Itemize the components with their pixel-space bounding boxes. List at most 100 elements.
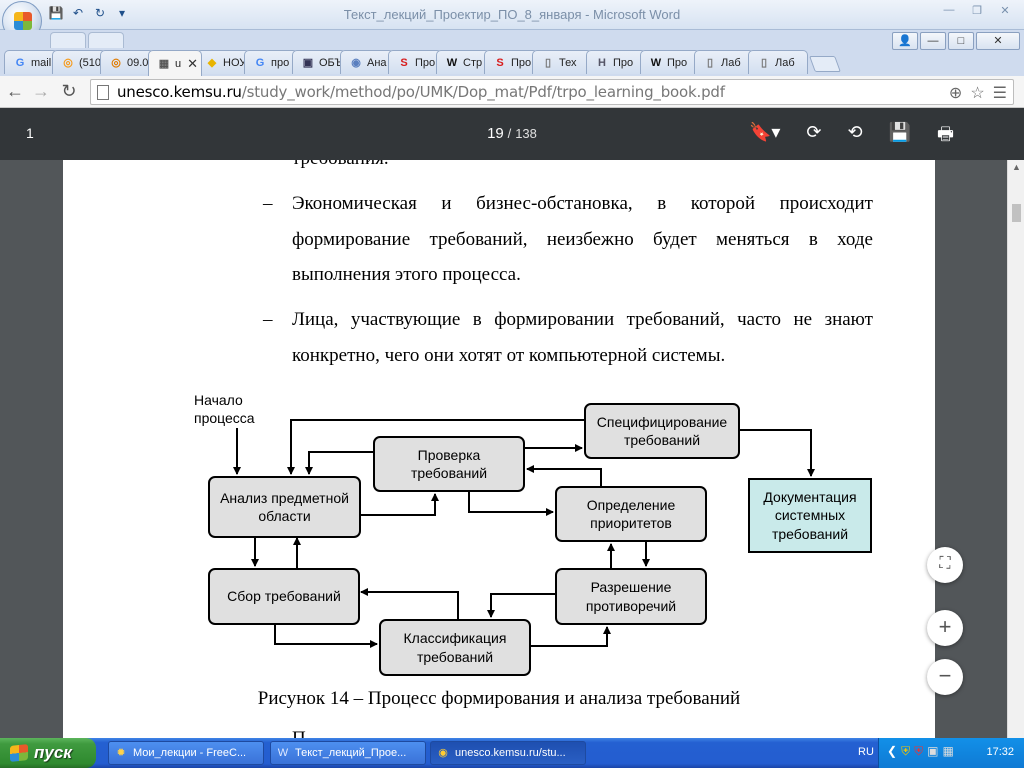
tray-app-icon[interactable]: ▦ (942, 744, 954, 758)
arrow-icon[interactable]: ❮ (887, 744, 898, 758)
clock: 17:32 (986, 746, 1014, 758)
word: происходит (779, 193, 873, 214)
tab-label: u (175, 57, 182, 70)
taskbar-item[interactable]: ◉unesco.kemsu.ru/stu... (430, 741, 586, 765)
rotate-clockwise-icon[interactable]: ⟳ (806, 122, 822, 142)
fit-to-page-button[interactable]: ⛶ (927, 547, 963, 583)
back-icon[interactable]: ← (6, 81, 24, 101)
arrow-prior-verif (526, 465, 602, 486)
omnibox-actions: ⊕ ☆ ☰ (949, 83, 1007, 103)
rotate-counterclockwise-icon[interactable]: ⟲ (847, 122, 863, 142)
close-icon[interactable]: ✕ (1000, 5, 1010, 17)
word-titlebar: 💾 ↶ ↻ ▾ Текст_лекций_Проектир_ПО_8_январ… (0, 0, 1024, 41)
shield-icon[interactable]: ⛨ (901, 744, 911, 758)
tab[interactable]: ▯Лаб (748, 50, 808, 74)
arrow-conflict-class (487, 593, 556, 618)
address-bar[interactable]: unesco.kemsu.ru/study_work/method/po/UMK… (90, 79, 1014, 105)
mini-tab[interactable] (88, 32, 124, 48)
language-indicator[interactable]: RU (858, 746, 874, 758)
tab-label: ОБЪ (319, 56, 344, 69)
minimize-button[interactable]: — (920, 32, 946, 50)
network-icon[interactable]: ▣ (927, 744, 939, 758)
tab-label: Ана (367, 56, 387, 69)
arrow-verif-analysis (305, 451, 375, 475)
wiki-icon: W (446, 56, 458, 69)
antivirus-icon[interactable]: ⛨ (914, 744, 924, 758)
tab[interactable]: ▣ОБЪ (292, 50, 346, 74)
page-icon: ▯ (544, 56, 552, 69)
menu-icon[interactable]: ☰ (992, 85, 1007, 102)
zoom-out-button[interactable]: − (927, 659, 963, 695)
bookmark-icon[interactable]: 🔖▾ (748, 122, 781, 142)
tab-label: Про (667, 56, 688, 69)
redo-icon[interactable]: ↻ (94, 6, 106, 20)
new-tab-button[interactable] (809, 56, 841, 72)
tab-label: Про (511, 56, 532, 69)
word: требований, (626, 309, 725, 330)
maximize-button[interactable]: □ (948, 32, 974, 50)
globe-icon: ◉ (351, 56, 361, 69)
scroll-up-icon[interactable]: ▲ (1012, 162, 1021, 172)
tab-label: Тех (559, 56, 577, 69)
quick-access-toolbar: 💾 ↶ ↻ ▾ (48, 5, 130, 21)
vertical-scrollbar[interactable]: ▲ (1007, 160, 1024, 738)
tab[interactable]: ▯ Тех (532, 50, 592, 74)
start-button[interactable]: пуск (0, 738, 96, 768)
page-indicator: 19 / 138 (487, 125, 537, 142)
google-icon: G (15, 56, 25, 69)
profile-icon[interactable]: 👤 (892, 32, 918, 50)
minimize-icon[interactable]: — (943, 4, 955, 16)
tab[interactable]: ◎(510 (52, 50, 106, 74)
pdf-title: 1 (26, 125, 34, 141)
customize-qat-icon[interactable]: ▾ (118, 6, 126, 20)
scroll-thumb[interactable] (1012, 204, 1021, 222)
text-line: конкретно, чего они хотят от компьютерно… (292, 345, 726, 366)
tab-label: 09.0 (127, 56, 149, 69)
bookmark-star-icon[interactable]: ☆ (970, 85, 985, 102)
document-content: требования. – Экономическаяибизнес-обста… (63, 160, 935, 738)
print-icon[interactable]: 🖶 (937, 124, 954, 144)
tab[interactable]: ◆НОУ (196, 50, 250, 74)
reload-icon[interactable]: ↻ (61, 81, 77, 101)
tab[interactable]: ◉ Ана (340, 50, 394, 74)
close-button[interactable]: ✕ (976, 32, 1020, 50)
zoom-icon[interactable]: ⊕ (948, 85, 963, 102)
tab[interactable]: ◎09.0 (100, 50, 154, 74)
undo-icon[interactable]: ↶ (72, 6, 84, 20)
forward-icon[interactable]: → (32, 81, 50, 101)
word: в (808, 229, 818, 250)
close-tab-icon[interactable]: ✕ (187, 55, 199, 71)
current-page[interactable]: 19 (487, 125, 504, 142)
download-icon[interactable]: 💾 (888, 122, 911, 142)
pinned-mini-tabs (50, 32, 124, 48)
arrow-class-collect (360, 588, 459, 619)
arrow-analysis-verif (359, 493, 439, 516)
pdf-toolbar: 1 19 / 138 🔖▾ ⟳ ⟲ 💾 🖶 (0, 108, 1024, 160)
s-icon: S (400, 56, 408, 69)
save-icon[interactable]: 💾 (48, 6, 64, 20)
taskbar-item[interactable]: ✹Мои_лекции - FreeC... (108, 741, 264, 765)
zoom-in-button[interactable]: + (927, 610, 963, 646)
restore-icon[interactable]: ❐ (972, 5, 982, 17)
tab[interactable]: ▯Лаб (694, 50, 754, 74)
tab-label: Лаб (721, 56, 741, 69)
browser-window-controls: 👤 — □ ✕ (892, 32, 1020, 50)
mini-tab[interactable] (50, 32, 86, 48)
tab[interactable]: ▦u✕ (148, 50, 202, 76)
text-line: выполнения этого процесса. (292, 264, 521, 285)
